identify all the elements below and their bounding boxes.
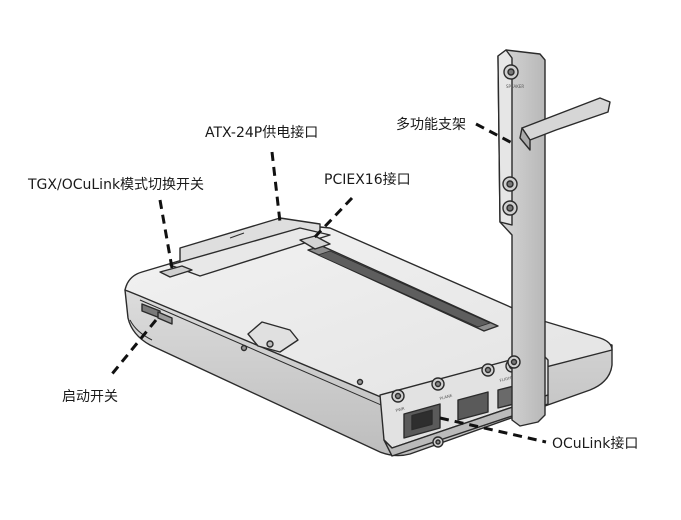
- engraving-speaker: SPEAKER: [506, 84, 524, 89]
- label-mode-switch: TGX/OCuLink模式切换开关: [28, 177, 205, 193]
- label-oculink-port: OCuLink接口: [552, 436, 639, 452]
- leader-power-button: [110, 319, 158, 375]
- leader-pciex16: [310, 196, 354, 242]
- port-middle[interactable]: [457, 391, 489, 421]
- center-handle: [247, 321, 299, 353]
- label-power-button: 启动开关: [62, 389, 118, 405]
- leader-oculink: [439, 416, 547, 444]
- multi-bracket: [497, 49, 611, 427]
- leader-atx: [270, 151, 282, 223]
- rear-panel: [379, 351, 549, 457]
- engraving-pwr: PWR: [395, 406, 405, 413]
- mode-switch[interactable]: [159, 265, 193, 278]
- leader-mode-switch: [158, 199, 174, 269]
- leader-lines: [110, 122, 547, 444]
- engraving-plane: PLANE: [439, 393, 453, 401]
- leader-bracket: [475, 122, 515, 146]
- label-atx-power: ATX-24P供电接口: [205, 125, 319, 141]
- label-pciex16: PCIEX16接口: [324, 172, 411, 188]
- label-bracket: 多功能支架: [396, 117, 466, 133]
